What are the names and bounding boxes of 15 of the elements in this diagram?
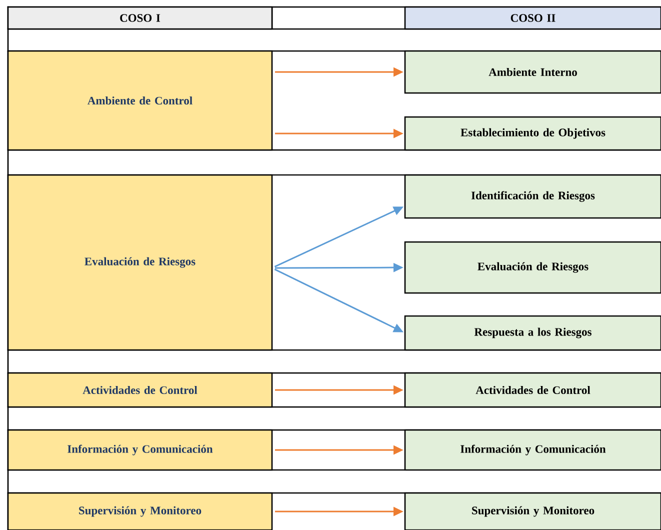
- column-header: COSO II: [404, 6, 661, 30]
- table-cell: Establecimiento de Objetivos: [404, 116, 661, 151]
- table-cell: Ambiente de Control: [7, 50, 273, 151]
- table-cell: Ambiente Interno: [404, 50, 661, 94]
- table-cell: Actividades de Control: [7, 372, 273, 408]
- table-cell: Actividades de Control: [404, 372, 661, 408]
- table-cell: Evaluación de Riesgos: [404, 241, 661, 294]
- table-cell: Supervisión y Monitoreo: [7, 492, 273, 530]
- table-cell: Supervisión y Monitoreo: [404, 492, 661, 530]
- table-cell: Respuesta a los Riesgos: [404, 315, 661, 351]
- column-header: COSO I: [7, 6, 273, 30]
- table-cell: Información y Comunicación: [7, 429, 273, 471]
- table-cell: Evaluación de Riesgos: [7, 174, 273, 351]
- table-cell: Información y Comunicación: [404, 429, 661, 471]
- table-cell: Identificación de Riesgos: [404, 174, 661, 219]
